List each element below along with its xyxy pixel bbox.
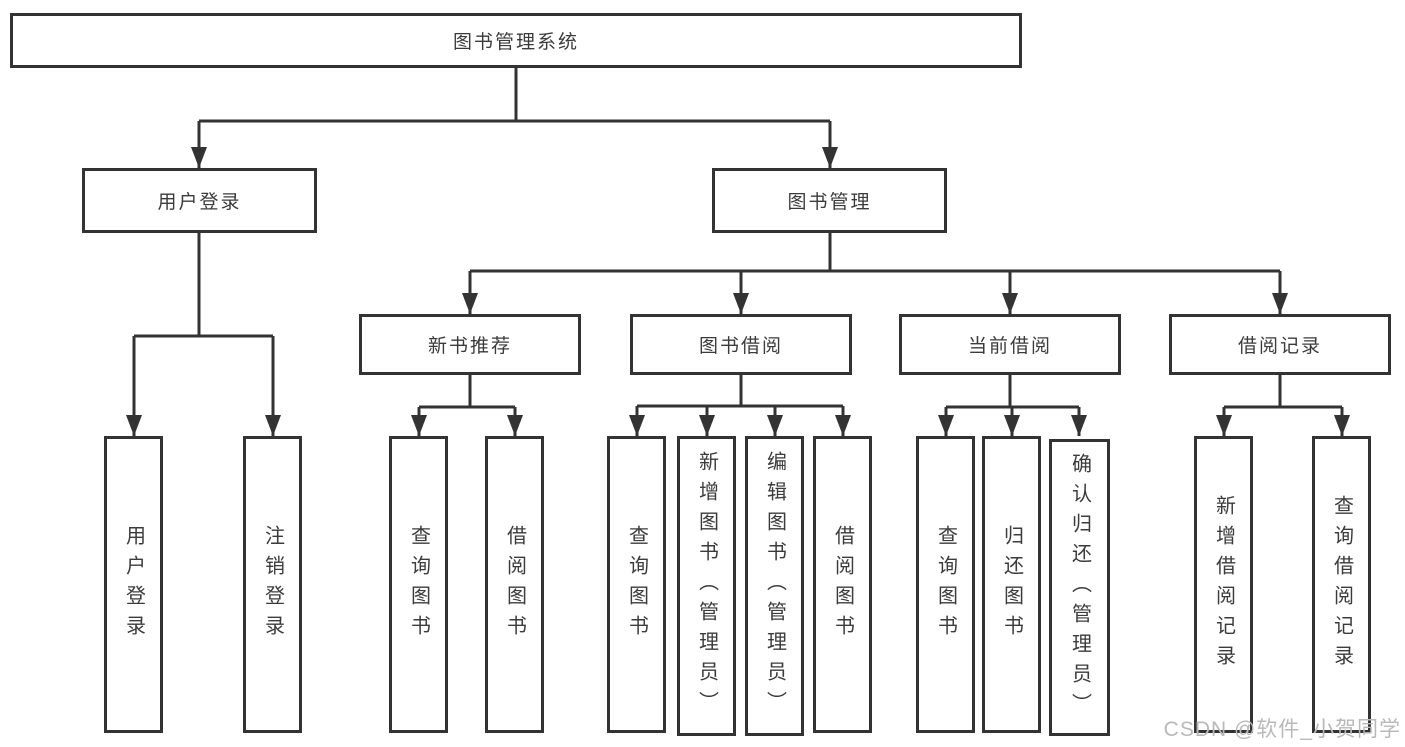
connector-line <box>197 68 832 168</box>
connector-line <box>944 375 1081 436</box>
leaf-borrow-books-borrow: 借阅图书 <box>813 436 872 733</box>
node-book-borrow-label: 图书借阅 <box>698 336 783 357</box>
connector-new-book-recommend-to-leaves <box>411 375 523 436</box>
arrow-down-icon <box>1004 415 1020 436</box>
leaf-query-books-recommend: 查询图书 <box>389 436 448 733</box>
arrow-down-icon <box>126 415 142 436</box>
node-root: 图书管理系统 <box>10 13 1022 68</box>
connector-line <box>468 233 1282 314</box>
arrow-down-icon <box>1071 415 1087 436</box>
arrow-down-icon <box>822 147 838 168</box>
node-current-borrow-label: 当前借阅 <box>967 336 1052 357</box>
node-borrow-records: 借阅记录 <box>1169 314 1391 375</box>
leaf-query-borrow-record: 查询借阅记录 <box>1312 436 1371 733</box>
arrow-down-icon <box>1334 415 1350 436</box>
connector-line <box>417 375 517 436</box>
connector-borrow-records-to-leaves <box>1216 375 1350 436</box>
arrow-down-icon <box>699 415 715 436</box>
connector-line <box>635 375 845 436</box>
connector-user-login-to-leaves <box>126 233 281 436</box>
node-user-login: 用户登录 <box>82 168 317 233</box>
node-borrow-records-label: 借阅记录 <box>1237 336 1322 357</box>
leaf-confirm-return-admin-label: 确认归还（管理员） <box>1068 452 1091 723</box>
leaf-edit-book-admin-label: 编辑图书（管理员） <box>763 451 786 721</box>
arrow-down-icon <box>191 147 207 168</box>
leaf-add-borrow-record: 新增借阅记录 <box>1194 436 1253 733</box>
connector-book-borrow-to-leaves <box>629 375 851 436</box>
arrow-down-icon <box>938 415 954 436</box>
connector-current-borrow-to-leaves <box>938 375 1087 436</box>
connector-line <box>132 233 275 436</box>
leaf-borrow-books-recommend-label: 借阅图书 <box>503 524 526 645</box>
arrow-down-icon <box>1272 293 1288 314</box>
node-new-book-recommend: 新书推荐 <box>359 314 581 375</box>
node-current-borrow: 当前借阅 <box>899 314 1121 375</box>
leaf-query-books-current-label: 查询图书 <box>934 524 957 645</box>
leaf-query-books-borrow: 查询图书 <box>607 436 666 733</box>
arrow-down-icon <box>629 415 645 436</box>
arrow-down-icon <box>733 293 749 314</box>
arrow-down-icon <box>462 293 478 314</box>
leaf-add-book-admin-label: 新增图书（管理员） <box>695 451 718 721</box>
connector-root-to-level2 <box>191 68 838 168</box>
arrow-down-icon <box>1002 293 1018 314</box>
leaf-borrow-books-recommend: 借阅图书 <box>485 436 544 733</box>
connector-book-management-to-sections <box>462 233 1288 314</box>
leaf-user-login: 用户登录 <box>104 436 163 733</box>
node-book-management: 图书管理 <box>712 168 947 233</box>
leaf-query-books-current: 查询图书 <box>916 436 975 733</box>
node-new-book-recommend-label: 新书推荐 <box>427 336 512 357</box>
node-root-label: 图书管理系统 <box>452 32 579 53</box>
arrow-down-icon <box>411 415 427 436</box>
node-book-management-label: 图书管理 <box>787 192 872 213</box>
leaf-logout: 注销登录 <box>243 436 302 733</box>
arrow-down-icon <box>835 415 851 436</box>
arrow-down-icon <box>507 415 523 436</box>
leaf-query-borrow-record-label: 查询借阅记录 <box>1330 494 1353 675</box>
leaf-query-books-borrow-label: 查询图书 <box>625 524 648 645</box>
leaf-query-books-recommend-label: 查询图书 <box>407 524 430 645</box>
leaf-borrow-books-borrow-label: 借阅图书 <box>831 524 854 645</box>
leaf-logout-label: 注销登录 <box>261 524 284 645</box>
leaf-confirm-return-admin: 确认归还（管理员） <box>1049 439 1110 736</box>
watermark: CSDN @软件_小贺同学 <box>1163 718 1401 741</box>
node-user-login-label: 用户登录 <box>157 192 242 213</box>
leaf-add-borrow-record-label: 新增借阅记录 <box>1212 494 1235 675</box>
node-book-borrow: 图书借阅 <box>630 314 852 375</box>
leaf-return-books-label: 归还图书 <box>1000 524 1023 645</box>
connector-line <box>1222 375 1344 436</box>
leaf-edit-book-admin: 编辑图书（管理员） <box>745 436 804 736</box>
arrow-down-icon <box>265 415 281 436</box>
arrow-down-icon <box>1216 415 1232 436</box>
leaf-user-login-label: 用户登录 <box>122 524 145 645</box>
leaf-return-books: 归还图书 <box>982 436 1041 733</box>
arrow-down-icon <box>767 415 783 436</box>
leaf-add-book-admin: 新增图书（管理员） <box>677 436 736 736</box>
